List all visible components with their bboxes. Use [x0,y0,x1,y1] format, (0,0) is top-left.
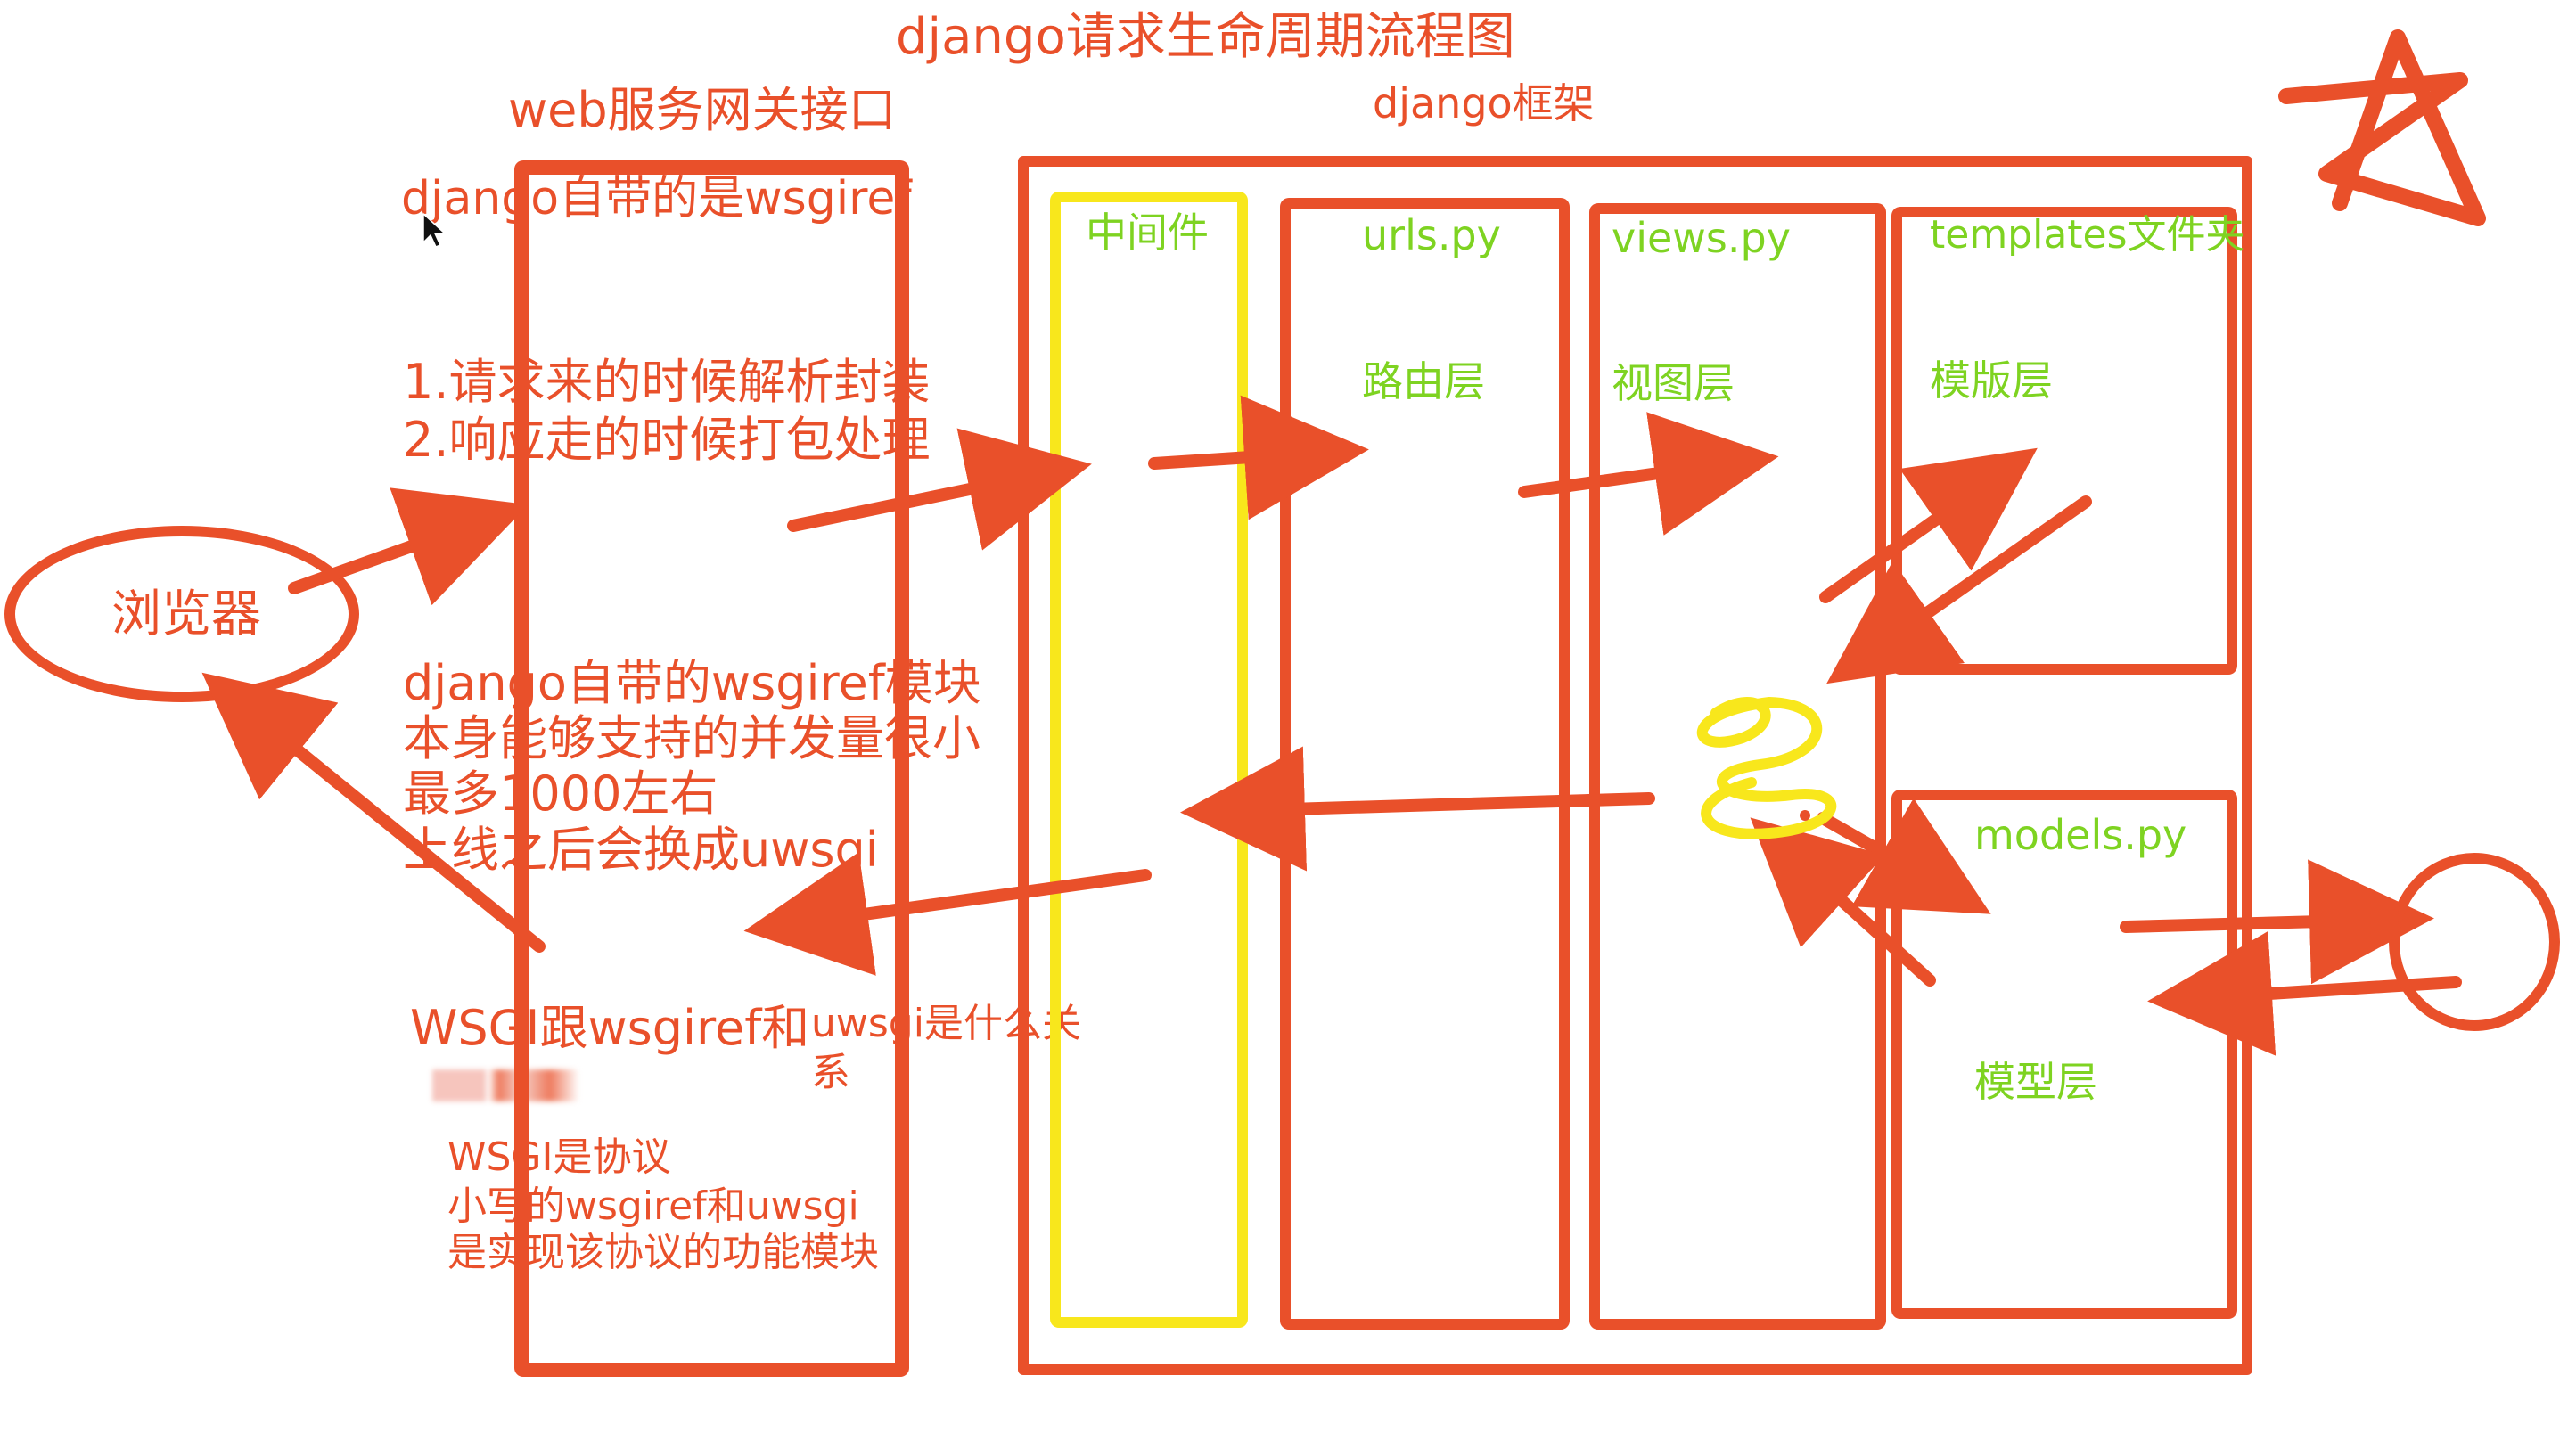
models-layer-label: 模型层 [1974,1058,2097,1106]
gateway-question-part2: uwsgi是什么关 [811,1001,1081,1046]
templates-file-label: templates文件夹 [1930,212,2245,258]
framework-label: django框架 [1373,79,1595,127]
templates-layer-label: 模版层 [1930,356,2053,405]
gateway-step-2: 2.响应走的时候打包处理 [403,412,931,468]
gateway-builtin-text: django自带的是wsgiref [401,172,912,225]
gateway-question-part1: WSGI跟wsgiref和 [410,1000,810,1056]
database-circle [2389,853,2560,1031]
star-icon [2278,29,2486,226]
gateway-step-1: 1.请求来的时候解析封装 [403,354,931,410]
models-box [1891,790,2237,1319]
redacted-smudge [432,1069,579,1101]
gateway-question-part3: 系 [811,1050,850,1095]
middleware-label: 中间件 [1086,209,1209,257]
urls-layer-label: 路由层 [1362,357,1485,405]
templates-box [1891,207,2237,675]
gateway-heading: web服务网关接口 [508,82,897,138]
gateway-box [514,160,909,1377]
browser-label: 浏览器 [111,585,261,643]
views-layer-label: 视图层 [1612,359,1735,407]
urls-file-label: urls.py [1362,211,1501,259]
gateway-answer-1: WSGI是协议 [447,1134,671,1180]
models-file-label: models.py [1974,811,2187,859]
views-file-label: views.py [1612,214,1791,262]
diagram-title: django请求生命周期流程图 [896,8,1515,66]
middleware-box [1050,192,1248,1328]
